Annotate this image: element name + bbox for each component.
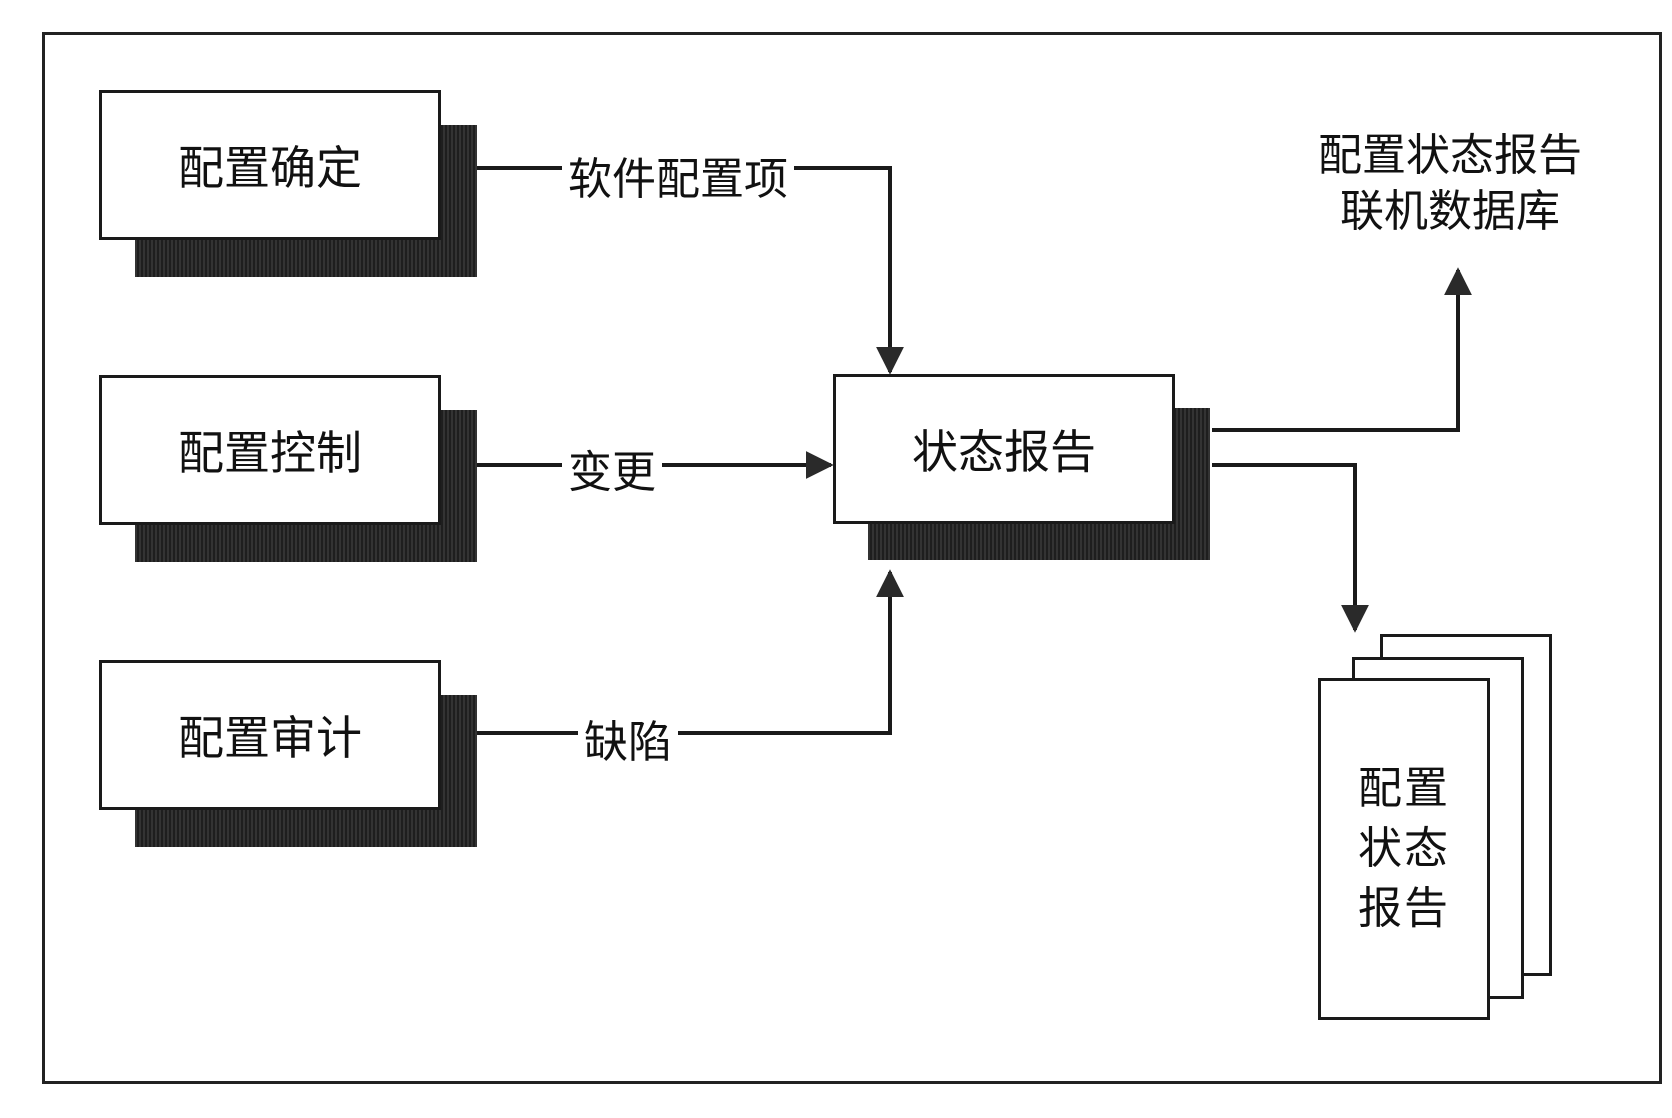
config-control-box: 配置控制 [99,375,441,525]
config-identification-label: 配置确定 [178,141,362,195]
edge-label-software-config-items: 软件配置项 [562,143,794,207]
config-audit-label: 配置审计 [178,711,362,765]
config-identification-box: 配置确定 [99,90,441,240]
config-audit-box: 配置审计 [99,660,441,810]
status-report-label: 状态报告 [912,425,1096,479]
online-database-label: 配置状态报告 联机数据库 [1300,128,1600,240]
edge-label-change: 变更 [562,436,662,500]
report-document-line1: 配置 [1358,763,1450,814]
status-report-box: 状态报告 [833,374,1175,524]
report-document-front: 配置 状态 报告 [1318,678,1490,1020]
report-document-line3: 报告 [1358,883,1450,934]
online-database-line2: 联机数据库 [1340,186,1560,237]
online-database-line1: 配置状态报告 [1318,130,1582,181]
diagram-frame [42,32,1662,1084]
config-control-label: 配置控制 [178,426,362,480]
report-document-line2: 状态 [1358,823,1450,874]
edge-label-defects: 缺陷 [578,706,678,770]
